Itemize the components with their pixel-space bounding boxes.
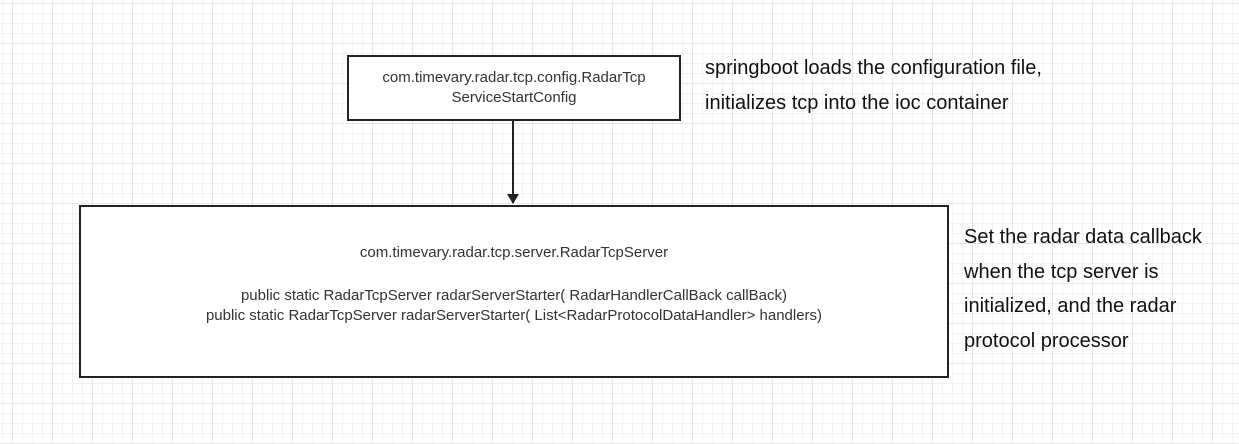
- server-class-name: com.timevary.radar.tcp.server.RadarTcpSe…: [359, 243, 669, 261]
- server-annotation: Set the radar data callback when the tcp…: [964, 220, 1232, 358]
- config-annotation-line-1: springboot loads the configuration file,: [705, 57, 1042, 79]
- config-class-name-line-2: ServiceStartConfig: [451, 89, 577, 106]
- config-class-node[interactable]: com.timevary.radar.tcp.config.RadarTcp S…: [347, 55, 681, 121]
- server-method-callback: public static RadarTcpServer radarServer…: [240, 286, 788, 304]
- server-annotation-line-4: protocol processor: [964, 329, 1129, 352]
- config-annotation: springboot loads the configuration file,…: [705, 51, 1225, 120]
- server-annotation-line-2: when the tcp server is: [964, 260, 1159, 283]
- server-class-node[interactable]: com.timevary.radar.tcp.server.RadarTcpSe…: [79, 205, 949, 378]
- server-method-handlers: public static RadarTcpServer radarServer…: [205, 306, 823, 324]
- server-annotation-line-1: Set the radar data callback: [964, 226, 1202, 248]
- config-annotation-line-2: initializes tcp into the ioc container: [705, 91, 1009, 114]
- server-annotation-line-3: initialized, and the radar: [964, 295, 1177, 317]
- config-class-name-line-1: com.timevary.radar.tcp.config.RadarTcp: [382, 69, 646, 86]
